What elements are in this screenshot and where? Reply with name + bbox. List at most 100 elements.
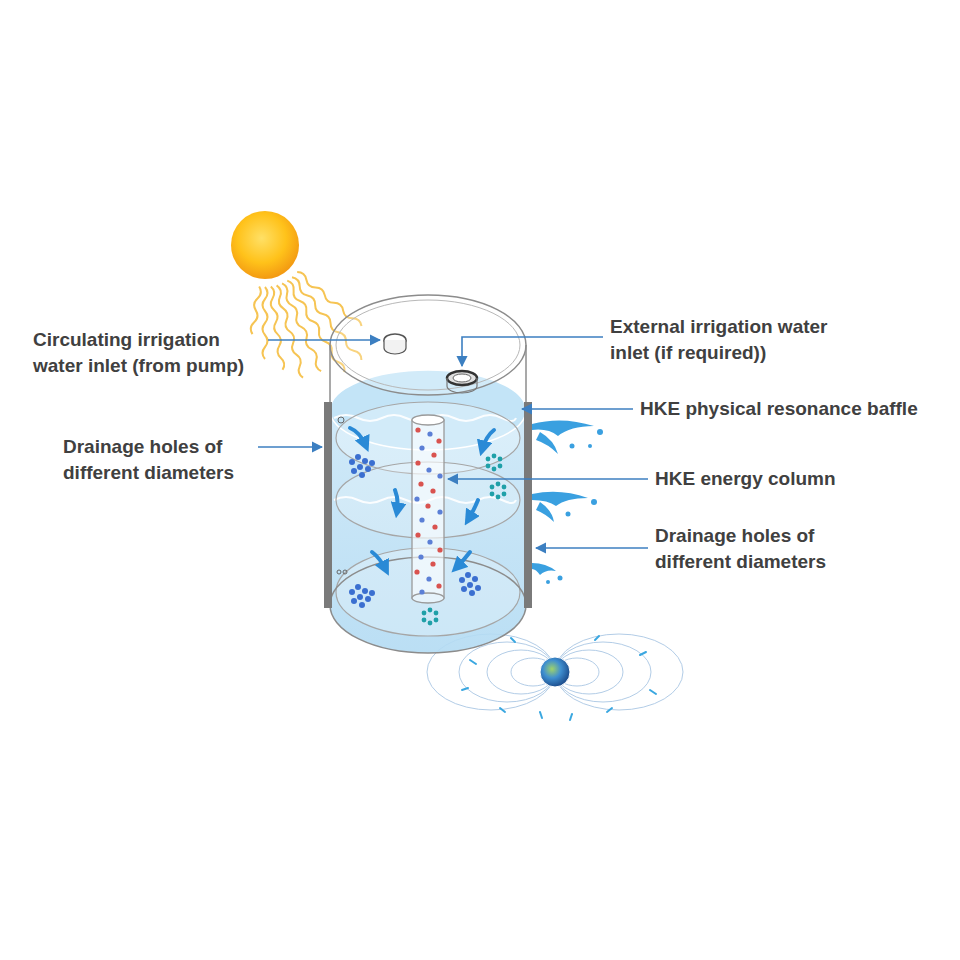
- field-particle: [640, 652, 646, 655]
- molecule: [469, 590, 475, 596]
- molecule: [422, 618, 427, 623]
- callout-label: HKE energy column: [655, 466, 836, 492]
- molecule: [498, 464, 503, 469]
- circulating-inlet: [384, 334, 406, 354]
- molecule: [496, 482, 501, 487]
- molecule: [362, 458, 368, 464]
- field-particle: [595, 636, 599, 640]
- particle: [415, 427, 420, 432]
- molecule: [486, 457, 491, 462]
- sun-ray: [274, 285, 305, 379]
- field-particles: [462, 636, 656, 720]
- field-particle: [470, 660, 476, 664]
- field-particle: [650, 690, 656, 694]
- molecule: [369, 590, 375, 596]
- molecule: [467, 582, 473, 588]
- earth: [540, 657, 570, 687]
- hole-mark: [343, 570, 347, 574]
- energy-column: [412, 415, 444, 603]
- molecule: [502, 485, 507, 490]
- molecule: [359, 602, 365, 608]
- water-drop: [546, 580, 550, 584]
- water-ring: [490, 482, 507, 500]
- molecule: [498, 457, 503, 462]
- particle: [436, 438, 441, 443]
- field-particle: [540, 712, 542, 718]
- particle: [419, 445, 424, 450]
- callout-label: Circulating irrigation water inlet (from…: [33, 327, 273, 378]
- inlet-pipe: [453, 374, 471, 382]
- water-drop: [588, 444, 592, 448]
- field-particle: [462, 688, 468, 690]
- molecule: [486, 464, 491, 469]
- molecule: [357, 464, 363, 470]
- particle: [419, 517, 424, 522]
- molecule: [428, 621, 433, 626]
- molecule: [369, 460, 375, 466]
- molecule: [434, 618, 439, 623]
- field-particle: [570, 714, 572, 720]
- water-ring: [486, 454, 503, 472]
- molecule: [459, 577, 465, 583]
- particle: [415, 532, 420, 537]
- particle: [426, 467, 431, 472]
- molecule: [357, 594, 363, 600]
- particle: [430, 488, 435, 493]
- molecule: [355, 584, 361, 590]
- tank-wall: [524, 402, 532, 608]
- particle: [426, 576, 431, 581]
- molecule: [351, 598, 357, 604]
- molecule: [461, 586, 467, 592]
- flow-arrow: [468, 500, 478, 520]
- inlet-pipe: [447, 378, 477, 393]
- flow-arrow: [372, 552, 386, 570]
- callout-label: Drainage holes of different diameters: [63, 434, 263, 485]
- field-particle: [500, 708, 505, 712]
- sun: [231, 211, 299, 279]
- molecule: [492, 454, 497, 459]
- hole-mark: [338, 417, 344, 423]
- water-cluster: [349, 584, 375, 608]
- molecule: [365, 466, 371, 472]
- water-jet: [532, 563, 556, 575]
- particle: [427, 431, 432, 436]
- particle: [414, 496, 419, 501]
- water-drop: [570, 444, 575, 449]
- leader-line: [448, 478, 648, 480]
- column-body: [412, 420, 444, 598]
- water-jet: [536, 432, 558, 454]
- molecule: [355, 454, 361, 460]
- molecule: [359, 472, 365, 478]
- leader-line: [536, 547, 648, 549]
- tank-top-rim: [330, 295, 526, 395]
- callout-label: External irrigation water inlet (if requ…: [610, 314, 850, 365]
- field-particle: [511, 638, 515, 642]
- particle: [419, 589, 424, 594]
- molecule: [434, 611, 439, 616]
- column-top: [412, 415, 444, 425]
- particle: [427, 539, 432, 544]
- leader-line: [462, 337, 603, 366]
- leader-lines: [258, 337, 648, 548]
- flow-arrow: [456, 552, 470, 568]
- particle: [436, 583, 441, 588]
- flow-arrow: [395, 490, 398, 512]
- sun-ray: [263, 287, 268, 359]
- tank-wall: [329, 345, 331, 405]
- leader-line: [258, 446, 322, 448]
- energy-particles: [414, 427, 442, 594]
- water-drop: [591, 499, 597, 505]
- molecule: [496, 495, 501, 500]
- water-jet: [536, 502, 554, 522]
- flow-arrow: [482, 430, 494, 450]
- particle: [432, 524, 437, 529]
- water-cluster: [459, 572, 481, 596]
- tank-top-inner-rim: [336, 300, 520, 390]
- tank-wall: [525, 345, 527, 405]
- particle: [414, 569, 419, 574]
- water-drop: [597, 429, 603, 435]
- tank-water: [330, 370, 526, 653]
- particle: [418, 554, 423, 559]
- particle: [418, 481, 423, 486]
- callout-label: HKE physical resonance baffle: [640, 396, 918, 422]
